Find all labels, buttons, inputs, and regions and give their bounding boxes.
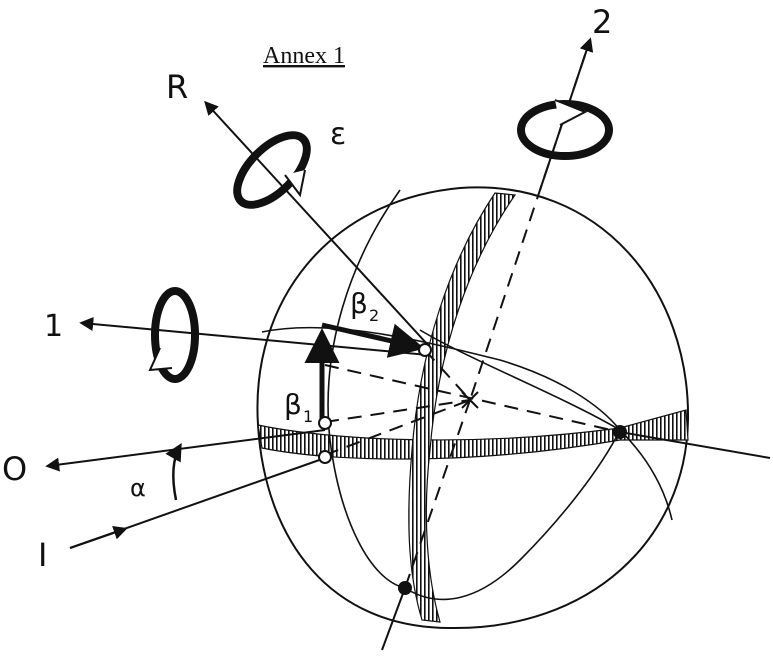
axis-1-label: 1	[44, 309, 63, 344]
axis-2-label: 2	[592, 3, 612, 41]
beta1-label: β	[284, 388, 302, 421]
axis-r-line	[204, 100, 429, 346]
exit-line-bottom	[381, 587, 406, 651]
rotation-arrow-r-icon	[233, 131, 311, 209]
beta2-subscript: 2	[369, 306, 379, 325]
alpha-angle-arrow	[165, 442, 182, 501]
output-ray	[45, 429, 326, 472]
beta1-subscript: 1	[303, 407, 313, 426]
axis-1-line	[79, 317, 429, 356]
epsilon-label: ε	[330, 117, 346, 152]
alpha-label: α	[130, 474, 146, 502]
sphere	[256, 186, 690, 630]
exit-line-right	[619, 431, 771, 459]
rotation-arrow-1-icon	[148, 287, 199, 383]
points	[318, 343, 627, 595]
input-arrow	[69, 526, 128, 549]
equator-band	[257, 409, 689, 460]
rotation-arrow-2-icon	[517, 99, 613, 160]
input-label: I	[38, 536, 47, 574]
great-circles	[261, 189, 673, 601]
axis-r-label: R	[166, 68, 188, 106]
output-label: O	[2, 450, 27, 488]
annex-title: Annex 1	[263, 43, 345, 69]
beta2-arrow	[321, 322, 425, 358]
center-mark	[461, 391, 479, 409]
beta2-label: β	[350, 287, 368, 320]
